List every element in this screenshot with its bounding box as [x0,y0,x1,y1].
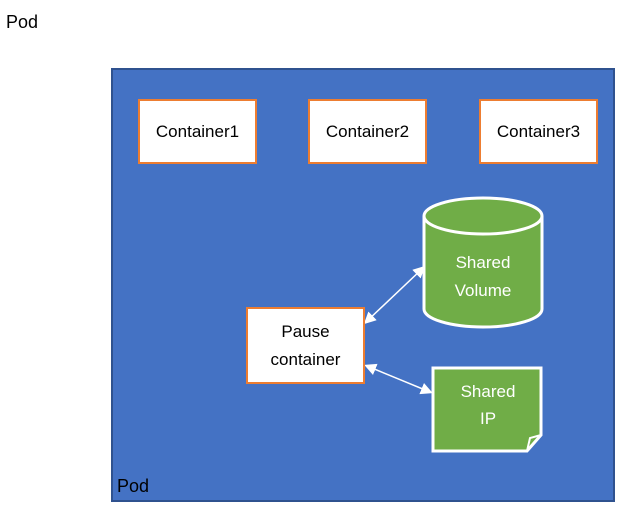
container-1: Container1 [138,99,257,164]
pause-container-box: Pause container [246,307,365,384]
shared-volume-label-line1: Shared [456,253,511,272]
pause-container-label-line1: Pause [281,321,330,341]
shared-volume-cylinder: Shared Volume [422,196,544,329]
inner-pod-label: Pod [117,476,150,496]
shared-ip-label-line2: IP [480,409,496,428]
container-2: Container2 [308,99,427,164]
arrow-pause-to-volume [363,265,426,325]
shared-volume-label-line2: Volume [455,281,512,300]
arrow-pause-to-ip [364,363,433,395]
container-3: Container3 [479,99,598,164]
pause-container-label-line2: container [270,349,341,369]
outer-pod-label: Pod [6,12,39,32]
shared-ip-label-line1: Shared [461,382,516,401]
shared-ip-note: Shared IP [431,366,543,453]
